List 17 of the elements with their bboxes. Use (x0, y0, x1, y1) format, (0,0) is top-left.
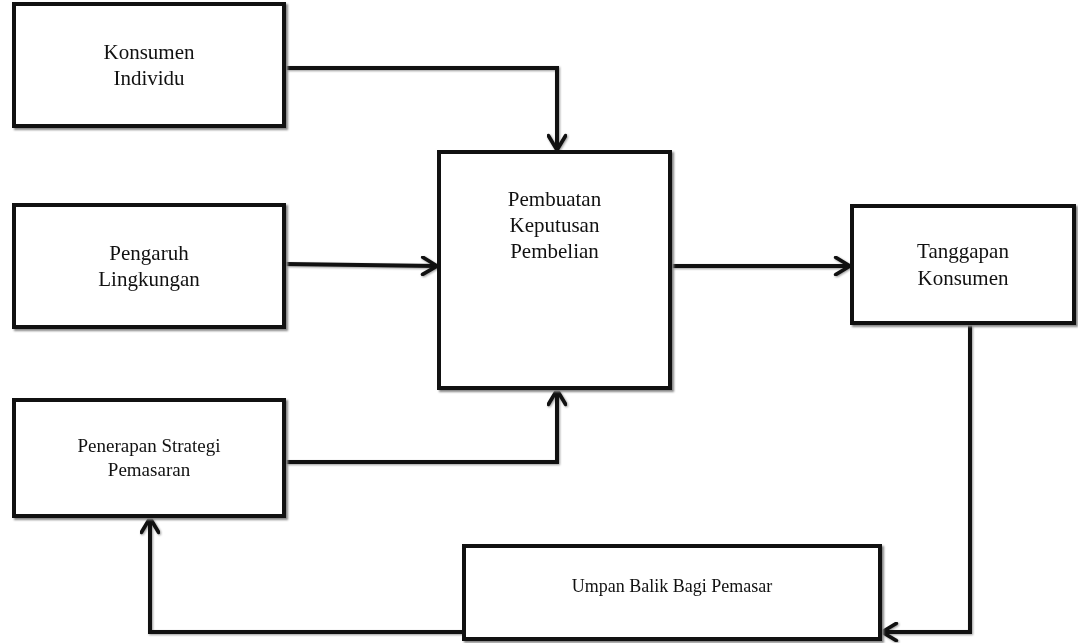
arrow (286, 66, 568, 152)
box-label: Konsumen Individu (102, 38, 196, 92)
box-label: Penerapan Strategi Pemasaran (76, 434, 222, 482)
process-box (462, 544, 882, 641)
process-box (12, 2, 286, 128)
box-label: Tanggapan Konsumen (916, 238, 1010, 291)
arrow (139, 516, 462, 634)
process-box (12, 203, 286, 329)
process-box (437, 150, 672, 390)
box-label: Umpan Balik Bagi Pemasar (570, 575, 774, 598)
box-label: Pengaruh Lingkungan (97, 239, 201, 293)
box-label: Pembuatan Keputusan Pembelian (506, 185, 603, 265)
arrow (672, 255, 852, 277)
arrow (285, 255, 439, 277)
process-box (12, 398, 286, 518)
arrow (286, 388, 568, 464)
process-box (850, 204, 1076, 325)
